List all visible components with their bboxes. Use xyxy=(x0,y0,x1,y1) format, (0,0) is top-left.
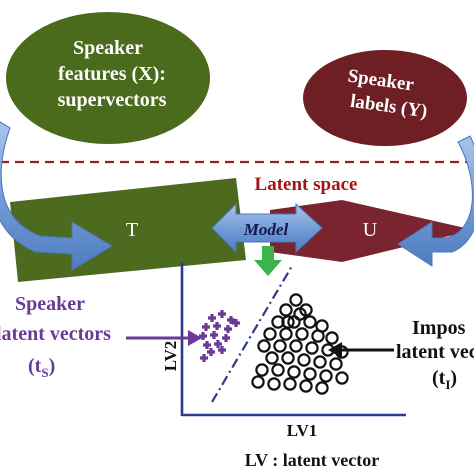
features-line-3: supervectors xyxy=(58,89,167,111)
impostor-point xyxy=(273,339,287,353)
speaker-point xyxy=(214,340,222,348)
impostor-point xyxy=(265,351,279,365)
speaker-point xyxy=(227,316,235,324)
matrix-u-block xyxy=(270,200,474,262)
impostor-point xyxy=(303,315,317,329)
impostor-point xyxy=(257,339,271,353)
matrix-t-block xyxy=(10,178,246,282)
impostor-point xyxy=(287,365,301,379)
features-line-2: features (X): xyxy=(58,63,166,85)
impostor-point xyxy=(271,363,285,377)
decision-boundary xyxy=(211,265,293,403)
speaker-points xyxy=(199,310,240,362)
impostor-point xyxy=(281,315,295,329)
impostor-point xyxy=(329,357,343,371)
speaker-point xyxy=(222,334,230,342)
speaker-point xyxy=(199,332,207,340)
speaker-latent-line-2: latent vectors xyxy=(0,323,111,345)
features-oval xyxy=(6,12,210,144)
speaker-point xyxy=(203,341,211,349)
impostor-latent-symbol: (tI) xyxy=(432,367,457,392)
speaker-point xyxy=(213,322,221,330)
matrix-t-label: T xyxy=(126,219,138,241)
impostor-point xyxy=(335,371,349,385)
impostor-point xyxy=(311,329,325,343)
impostor-point xyxy=(305,341,319,355)
speaker-latent-line-1: Speaker xyxy=(15,293,85,315)
impostor-point xyxy=(279,327,293,341)
model-label: Model xyxy=(243,220,289,239)
y-axis-label: LV2 xyxy=(161,341,180,372)
impostor-point xyxy=(251,375,265,389)
impostor-point xyxy=(255,363,269,377)
impostor-point xyxy=(319,369,333,383)
features-line-1: Speaker xyxy=(73,37,143,59)
matrix-u-label: U xyxy=(363,219,378,241)
impostor-point xyxy=(289,339,303,353)
latent-space-label: Latent space xyxy=(255,174,358,195)
labels-to-u-arrow xyxy=(397,135,474,267)
speaker-point xyxy=(210,331,218,339)
impostor-point xyxy=(293,307,307,321)
speaker-latent-symbol: (tS) xyxy=(28,355,55,380)
speaker-point xyxy=(202,323,210,331)
projection-down-arrow xyxy=(254,246,282,276)
speaker-latent-arrowhead xyxy=(188,330,202,346)
impostor-point xyxy=(279,303,293,317)
impostor-point xyxy=(289,293,303,307)
labels-oval xyxy=(303,50,467,146)
x-axis-label: LV1 xyxy=(287,421,318,440)
impostor-latent-line-1: Impos xyxy=(412,317,466,339)
model-arrow xyxy=(211,202,323,254)
speaker-point xyxy=(218,346,226,354)
impostor-point xyxy=(295,327,309,341)
impostor-point xyxy=(313,355,327,369)
impostor-latent-arrowhead xyxy=(328,342,342,358)
impostor-point xyxy=(271,315,285,329)
impostor-point xyxy=(325,331,339,345)
impostor-point xyxy=(315,381,329,395)
impostor-point xyxy=(263,327,277,341)
impostor-point xyxy=(267,377,281,391)
speaker-point xyxy=(224,325,232,333)
speaker-point xyxy=(232,319,240,327)
impostor-point xyxy=(303,367,317,381)
features-to-t-arrow xyxy=(0,121,113,271)
speaker-point xyxy=(208,314,216,322)
speaker-point xyxy=(207,348,215,356)
speaker-point xyxy=(218,310,226,318)
footer-legend: LV : latent vector xyxy=(245,450,379,470)
impostor-point xyxy=(283,377,297,391)
impostor-point xyxy=(299,379,313,393)
impostor-point xyxy=(297,353,311,367)
impostor-point xyxy=(281,351,295,365)
impostor-latent-line-2: latent vec xyxy=(396,341,474,363)
speaker-point xyxy=(200,354,208,362)
